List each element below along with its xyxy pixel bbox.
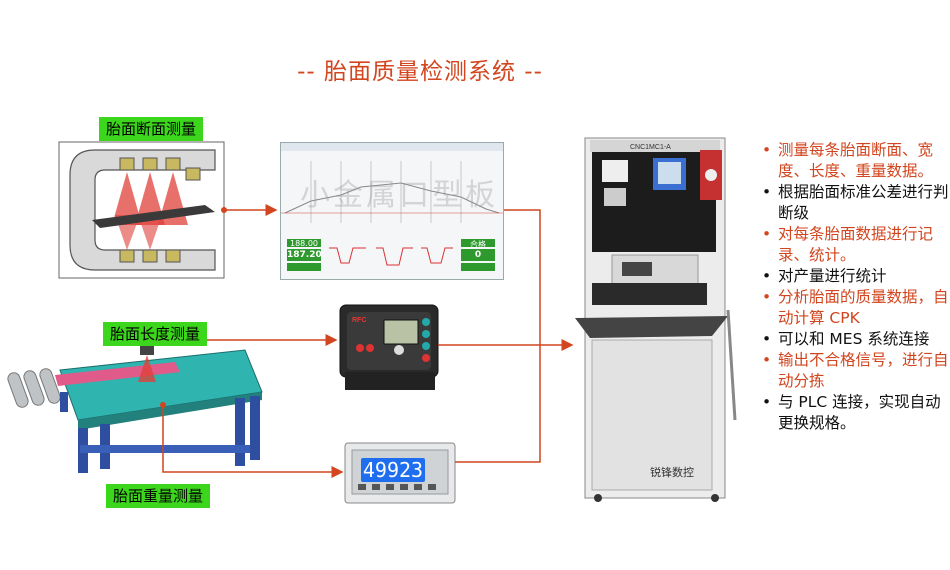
measurement-software-screen: 188.00 187.20 合格 0 [280,142,504,280]
feature-list: 测量每条胎面断面、宽度、长度、重量数据。根据胎面标准公差进行判断级对每条胎面数据… [760,140,950,434]
screen-value-top: 188.00 [290,239,318,248]
label-weight-measurement: 胎面重量测量 [106,484,211,508]
scale-display: 49923 [361,458,425,482]
cabinet-model: CNC1MC1-A [630,144,671,151]
connector-dot [160,402,166,408]
connector-dot [221,207,227,213]
feature-item: 与 PLC 连接，实现自动更换规格。 [760,392,950,434]
control-cabinet [575,137,737,502]
cabinet-brand: 锐锋数控 [650,466,694,479]
screen-watermark: 小金属口型板 [300,178,498,213]
conveyor-table [7,345,263,473]
screen-result-label: 合格 [470,240,486,249]
screen-result-value: 0 [474,250,482,260]
feature-item: 测量每条胎面断面、宽度、长度、重量数据。 [760,140,950,182]
screen-value-main: 187.20 [287,250,322,260]
feature-item: 根据胎面标准公差进行判断级 [760,182,950,224]
length-controller: RFC [339,304,439,390]
svg-text:RFC: RFC [352,317,366,324]
feature-item: 可以和 MES 系统连接 [760,329,950,350]
feature-item: 对产量进行统计 [760,266,950,287]
label-section-measurement: 胎面断面测量 [99,117,204,141]
profile-graph [281,143,503,271]
label-length-measurement: 胎面长度测量 [103,322,208,346]
feature-item: 对每条胎面数据进行记录、统计。 [760,224,950,266]
feature-item: 输出不合格信号，进行自动分拣 [760,350,950,392]
feature-item: 分析胎面的质量数据，自动计算 CPK [760,287,950,329]
section-measurement-frame [58,141,225,279]
page-title: -- 胎面质量检测系统 -- [297,59,543,85]
